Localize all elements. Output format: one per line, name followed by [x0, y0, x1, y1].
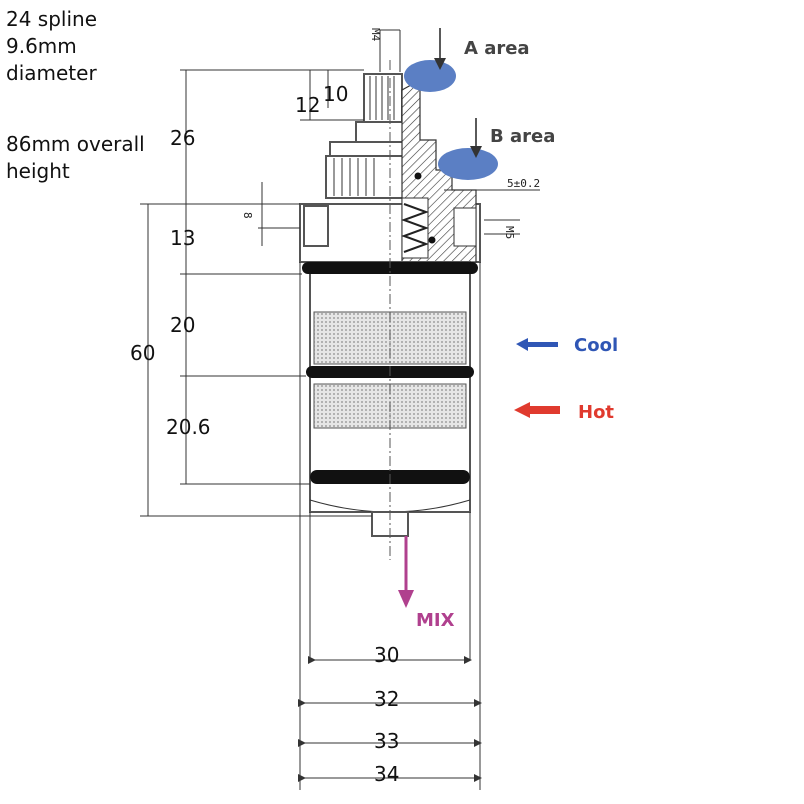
dim-12: 12: [295, 93, 320, 117]
dim-33: 33: [374, 729, 399, 753]
area-markers: [404, 28, 498, 180]
mix-arrow-icon: [398, 590, 414, 608]
dim-60: 60: [130, 341, 155, 365]
width-dimensions: [298, 656, 482, 782]
spline-note-line1: 24 spline: [6, 7, 98, 31]
spline-note: 24 spline 9.6mm diameter: [6, 6, 97, 87]
dim-20-6: 20.6: [166, 415, 211, 439]
height-note-line1: 86mm overall: [6, 132, 145, 156]
height-note-line2: height: [6, 159, 70, 183]
b-area-ellipse: [438, 148, 498, 180]
dim-10: 10: [323, 82, 348, 106]
hot-arrow-icon: [514, 402, 560, 418]
dim-20: 20: [170, 313, 195, 337]
mix-label: MIX: [416, 610, 455, 631]
dim-32: 32: [374, 687, 399, 711]
dim-26: 26: [170, 126, 195, 150]
cool-label: Cool: [574, 335, 618, 356]
a-area-ellipse: [404, 60, 456, 92]
height-note: 86mm overall height: [6, 131, 145, 185]
spline-stem: [355, 73, 411, 143]
dim-34: 34: [374, 762, 399, 786]
b-area-label: B area: [490, 126, 555, 147]
a-area-label: A area: [464, 38, 530, 59]
spline-note-line3: diameter: [6, 61, 97, 85]
eight-label: 8: [241, 212, 254, 219]
hot-label: Hot: [578, 402, 614, 423]
m4-label: M4: [369, 28, 382, 42]
dimension-lines: [140, 29, 540, 517]
flow-arrows: [398, 338, 560, 608]
spline-note-line2: 9.6mm: [6, 34, 77, 58]
dim-13: 13: [170, 226, 195, 250]
tolerance-label: 5±0.2: [507, 177, 540, 190]
cool-arrow-icon: [516, 338, 558, 351]
dim-30: 30: [374, 643, 399, 667]
m5-label: M5: [503, 226, 516, 239]
